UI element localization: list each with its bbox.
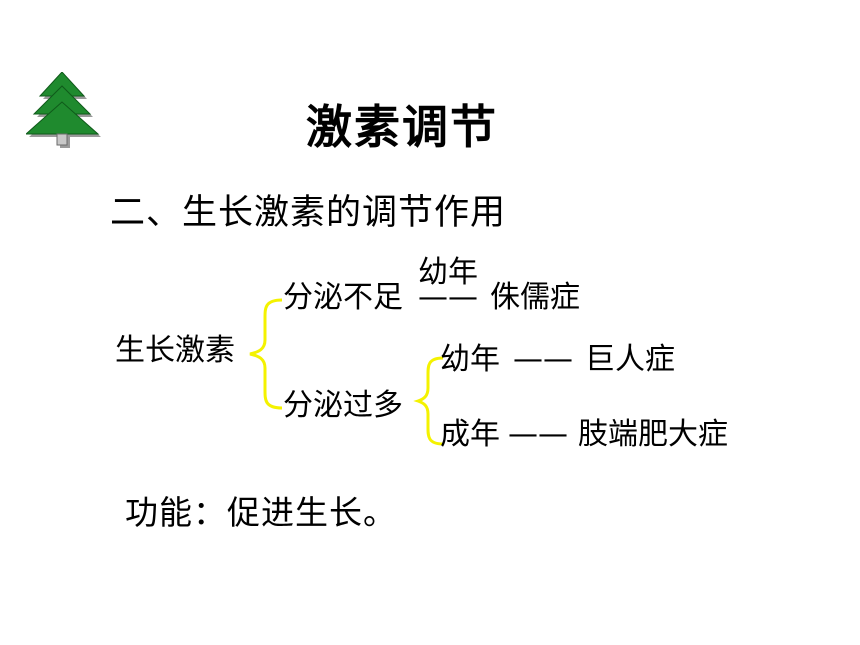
excess-young-age: 幼年 xyxy=(440,342,500,377)
deficient-dash: —— xyxy=(418,280,478,315)
pine-tree-icon xyxy=(26,72,101,148)
excess-young-dash: —— xyxy=(513,342,573,377)
deficient-result: 侏儒症 xyxy=(490,280,580,315)
slide-title: 激素调节 xyxy=(306,100,498,154)
excess-brace xyxy=(413,356,444,446)
excess-young-result: 巨人症 xyxy=(585,342,675,377)
diagram-root-label: 生长激素 xyxy=(115,333,235,368)
excess-label: 分泌过多 xyxy=(283,388,403,423)
slide-subtitle: 二、生长激素的调节作用 xyxy=(110,193,507,233)
function-text: 功能：促进生长。 xyxy=(125,493,397,532)
root-brace xyxy=(249,298,283,410)
excess-adult-age: 成年 xyxy=(440,417,500,452)
deficient-age-label: 幼年 xyxy=(418,255,478,290)
deficient-label: 分泌不足 xyxy=(283,280,403,315)
excess-adult-result: 肢端肥大症 xyxy=(578,417,728,452)
excess-adult-dash: —— xyxy=(508,417,568,452)
